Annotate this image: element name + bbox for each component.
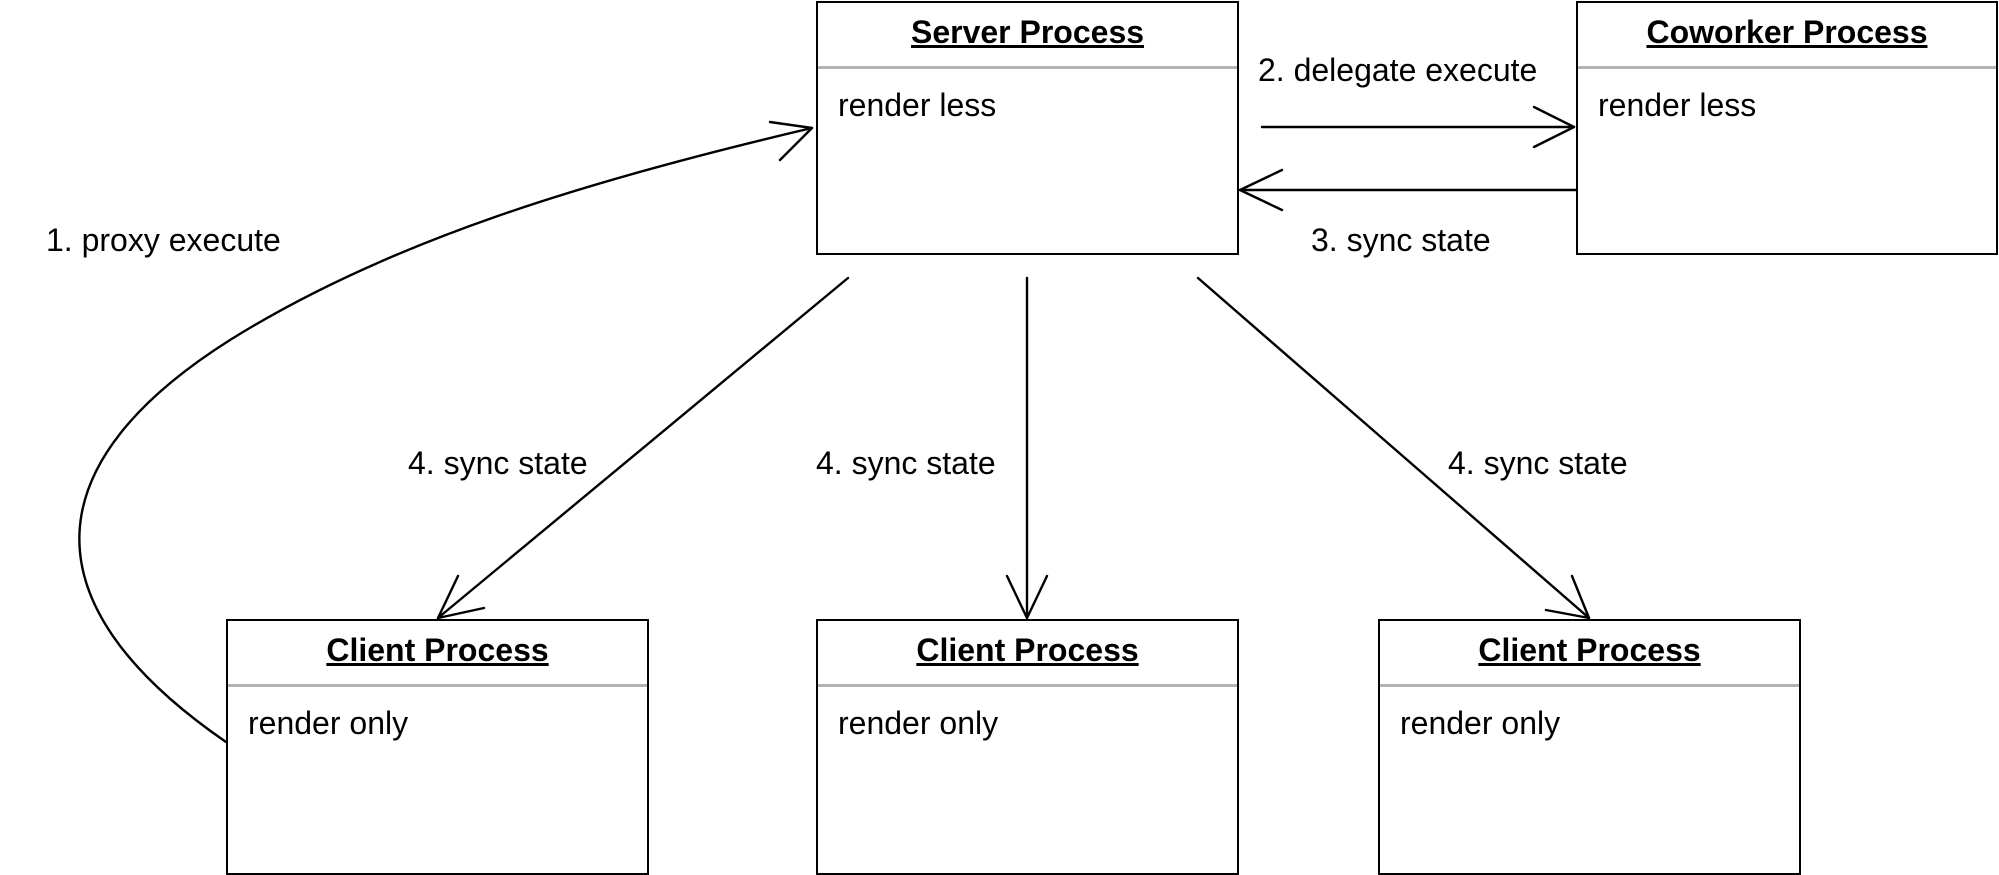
client-process-right-box[interactable]: Client Process render only	[1378, 619, 1801, 875]
sync-state-middle-label: 4. sync state	[816, 445, 996, 481]
proxy-execute-connector	[78, 126, 814, 744]
client-process-left-body: render only	[248, 705, 409, 741]
proxy-execute-label: 1. proxy execute	[46, 222, 281, 258]
client-process-middle-box[interactable]: Client Process render only	[816, 619, 1239, 875]
sync-state-left-connector	[436, 276, 850, 620]
sync-state-right-connector	[1196, 276, 1591, 620]
sync-state-left-label: 4. sync state	[408, 445, 588, 481]
delegate-execute-label: 2. delegate execute	[1258, 52, 1538, 88]
sync-state-coworker-arrowhead	[1238, 168, 1284, 212]
client-process-middle-title: Client Process	[818, 621, 1237, 687]
client-process-right-title: Client Process	[1380, 621, 1799, 687]
coworker-process-title: Coworker Process	[1578, 3, 1996, 69]
client-process-right-body: render only	[1400, 705, 1561, 741]
coworker-process-box[interactable]: Coworker Process render less	[1576, 1, 1998, 255]
sync-state-left-arrowhead	[436, 574, 486, 620]
sync-state-coworker-label: 3. sync state	[1311, 222, 1491, 258]
client-process-middle-body: render only	[838, 705, 999, 741]
sync-state-middle-arrowhead	[1005, 574, 1049, 620]
proxy-execute-arrowhead	[768, 120, 814, 162]
client-process-left-box[interactable]: Client Process render only	[226, 619, 649, 875]
delegate-execute-arrowhead	[1532, 105, 1576, 149]
server-process-title: Server Process	[818, 3, 1237, 69]
server-process-body: render less	[838, 87, 997, 123]
coworker-process-body: render less	[1598, 87, 1757, 123]
server-process-box[interactable]: Server Process render less	[816, 1, 1239, 255]
sync-state-right-label: 4. sync state	[1448, 445, 1628, 481]
sync-state-right-arrowhead	[1544, 574, 1591, 620]
client-process-left-title: Client Process	[228, 621, 647, 687]
